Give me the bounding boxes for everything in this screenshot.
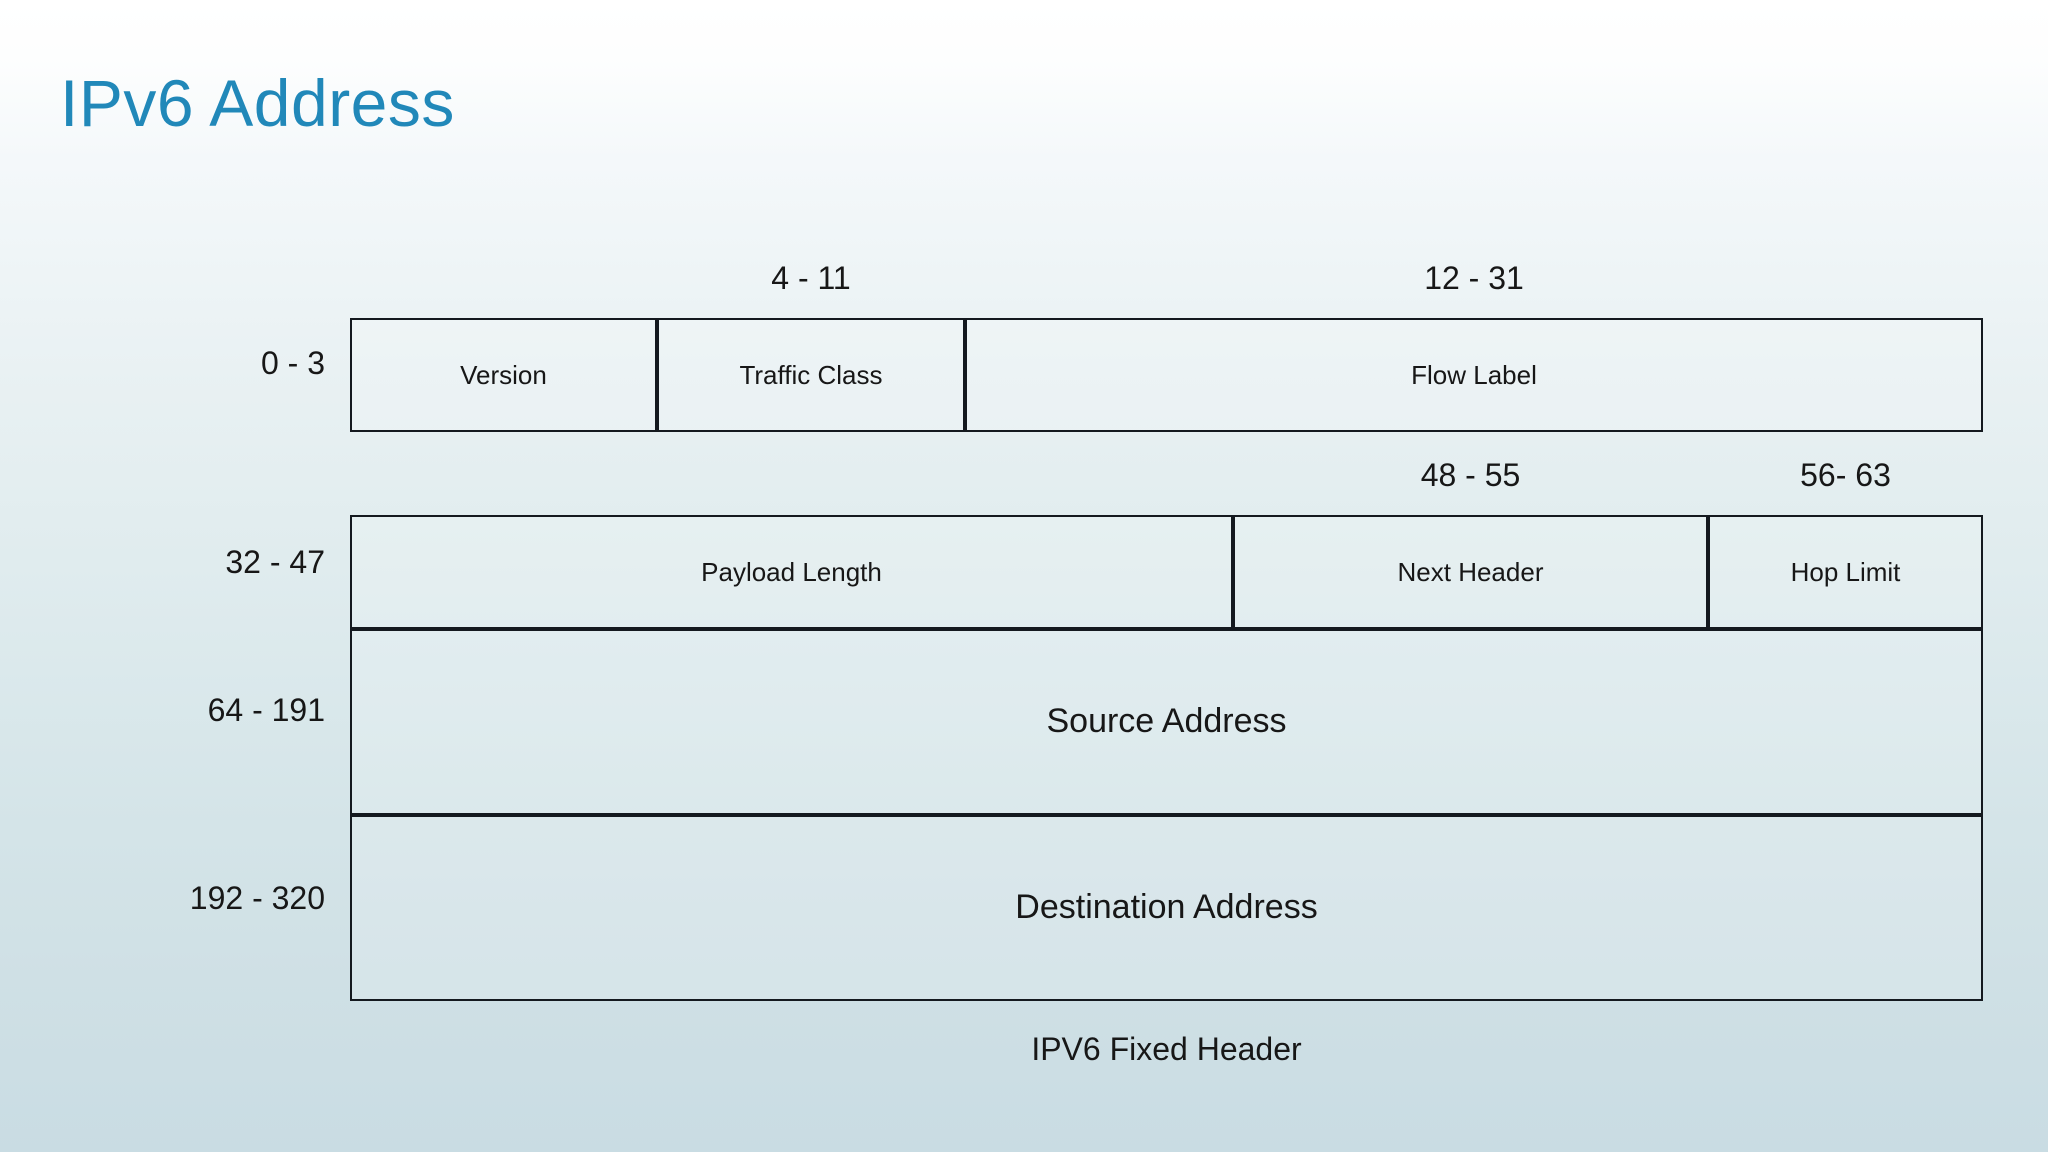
field-label-source-address: Source Address — [1046, 702, 1287, 741]
field-cell-hop-limit[interactable]: Hop Limit — [1708, 515, 1983, 629]
field-cell-version[interactable]: Version — [350, 318, 657, 432]
bit-range-label-192-320: 192 - 320 — [189, 880, 325, 916]
field-label-traffic-class: Traffic Class — [739, 359, 883, 390]
field-cell-payload-length[interactable]: Payload Length — [350, 515, 1233, 629]
page-title: IPv6 Address — [60, 66, 455, 140]
field-cell-source-address[interactable]: Source Address — [350, 629, 1983, 815]
field-label-next-header: Next Header — [1397, 556, 1544, 587]
bit-range-label-48-55: 48 - 55 — [1420, 457, 1521, 493]
field-cell-traffic-class[interactable]: Traffic Class — [657, 318, 965, 432]
field-label-payload-length: Payload Length — [701, 556, 882, 587]
field-label-version: Version — [460, 359, 547, 390]
field-cell-flow-label[interactable]: Flow Label — [965, 318, 1983, 432]
bit-range-label-32-47: 32 - 47 — [225, 544, 325, 580]
bit-range-label-64-191: 64 - 191 — [207, 692, 325, 728]
field-label-destination-address: Destination Address — [1015, 888, 1318, 927]
field-label-hop-limit: Hop Limit — [1790, 556, 1901, 587]
field-cell-next-header[interactable]: Next Header — [1233, 515, 1708, 629]
bit-range-label-0-3: 0 - 3 — [260, 345, 325, 381]
bit-range-label-4-11: 4 - 11 — [771, 260, 851, 296]
bit-range-label-56-63: 56- 63 — [1800, 457, 1891, 493]
field-label-flow-label: Flow Label — [1411, 359, 1537, 390]
bit-range-label-12-31: 12 - 31 — [1424, 260, 1524, 296]
diagram-caption: IPV6 Fixed Header — [1031, 1031, 1302, 1067]
field-cell-destination-address[interactable]: Destination Address — [350, 815, 1983, 1001]
